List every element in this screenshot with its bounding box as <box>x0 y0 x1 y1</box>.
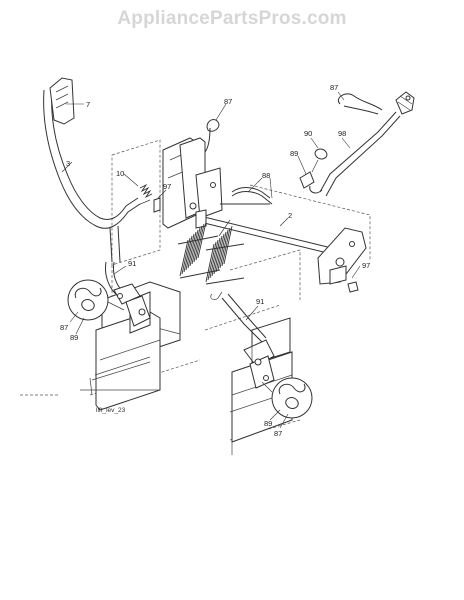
callout-91-left: 91 <box>128 259 136 268</box>
extension-spring-right <box>205 225 245 300</box>
callout-89-left: 89 <box>70 333 78 342</box>
callout-87-right: 87 <box>330 83 338 92</box>
callout-labels: 7 3 87 87 90 98 89 10 97 88 2 97 91 91 8… <box>60 83 370 438</box>
callout-91-right: 91 <box>256 297 264 306</box>
callout-7: 7 <box>86 100 90 109</box>
callout-89-bottom: 89 <box>264 419 272 428</box>
leader-lines <box>61 91 361 429</box>
callout-98: 98 <box>338 129 346 138</box>
clip-89-right <box>299 171 315 189</box>
detail-circle-right <box>261 377 313 419</box>
callout-2: 2 <box>288 211 292 220</box>
watermark-text: AppliancePartsPros.com <box>117 8 347 29</box>
lift-shaft[interactable] <box>195 209 341 257</box>
callout-10: 10 <box>116 169 124 178</box>
callout-89-right: 89 <box>290 149 298 158</box>
callout-90: 90 <box>304 129 312 138</box>
callout-87-top: 87 <box>224 97 232 106</box>
clip-87-right <box>338 93 383 115</box>
extension-spring-left <box>177 219 231 279</box>
right-lift-arm[interactable] <box>317 227 367 293</box>
right-lift-link-91[interactable] <box>221 293 275 389</box>
callout-97-left: 97 <box>163 182 171 191</box>
small-spring-10 <box>137 183 161 213</box>
left-lift-link-91[interactable] <box>105 261 151 327</box>
lift-lever[interactable] <box>43 77 141 263</box>
callout-87-bottom: 87 <box>274 429 282 438</box>
detail-circle-left <box>67 279 125 321</box>
callout-88: 88 <box>262 171 270 180</box>
callout-97-right: 97 <box>362 261 370 270</box>
callout-87-left: 87 <box>60 323 68 332</box>
callout-3: 3 <box>66 159 70 168</box>
adjustment-rod-98[interactable] <box>309 91 415 197</box>
assist-springs-88 <box>220 187 273 205</box>
pin-90 <box>311 148 328 173</box>
upper-bracket <box>162 119 223 229</box>
figure-code: lift_lev_23 <box>96 407 126 414</box>
